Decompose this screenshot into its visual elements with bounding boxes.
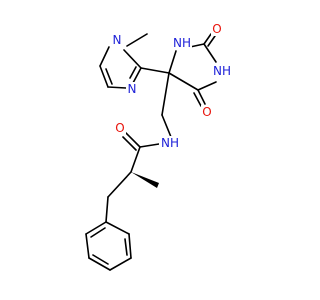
bond-c2-n3 <box>203 43 217 63</box>
bond-ph-4 <box>88 257 111 271</box>
bond-ch2-phenyl <box>105 196 109 223</box>
bond-c5-c4 <box>99 65 109 88</box>
bond-c2-o <box>203 33 212 45</box>
bond-methyl-n <box>126 33 148 47</box>
stereo-wedge <box>131 172 159 188</box>
atom-nh-amide: NH <box>161 136 179 150</box>
bond-c4-o <box>197 89 206 105</box>
bond-imid-hydantoin <box>140 67 170 74</box>
atom-n-methyl: N <box>113 33 122 47</box>
bond-c5-n1 <box>168 50 177 74</box>
bond-ph-2 <box>128 233 132 259</box>
bond-c2-n1 <box>123 49 142 69</box>
bond-n1-c2 <box>189 43 205 48</box>
bond-ph-6-double <box>90 227 106 238</box>
bond-ph-3 <box>109 257 132 271</box>
bond-c5-c4-double <box>105 68 113 85</box>
atom-nh-hydantoin-right: NH <box>213 64 231 78</box>
bond-nh-carbonyl <box>139 143 160 148</box>
bond-alpha-ch2 <box>107 171 132 198</box>
bond-n3-c4 <box>197 81 217 91</box>
bond-n3-c2-double <box>129 66 137 79</box>
bond-ph-5 <box>85 233 90 259</box>
bond-c4-n3 <box>107 86 127 89</box>
atom-o-amide: O <box>115 121 124 135</box>
molecule-canvas: N N NH NH O O NH O <box>85 22 232 271</box>
atom-o-hydantoin-bottom: O <box>202 105 211 119</box>
atom-o-hydantoin-top: O <box>212 22 221 36</box>
bond-ph-2-double <box>124 238 128 256</box>
bond-c4-c5 <box>168 72 199 91</box>
bond-c2-o-double <box>207 35 216 47</box>
bond-carbonyl-o <box>125 132 141 148</box>
atom-n-ring: N <box>128 82 137 96</box>
atom-nh-hydantoin-top: NH <box>173 36 191 50</box>
bond-c4-o-double <box>193 92 202 107</box>
bond-ph-4-double <box>92 254 109 265</box>
bond-carbonyl-o-double <box>122 136 137 151</box>
bond-carbonyl-alpha <box>130 146 141 173</box>
bond-ph-6 <box>85 221 107 235</box>
bond-c5-ch2 <box>161 72 170 116</box>
bond-ch2-nh <box>161 114 172 138</box>
structure-diagram: N N NH NH O O NH O <box>85 22 232 271</box>
bond-ph-1 <box>105 221 130 235</box>
bond-n3-c2 <box>132 67 142 84</box>
bond-n1-c5 <box>99 46 110 67</box>
